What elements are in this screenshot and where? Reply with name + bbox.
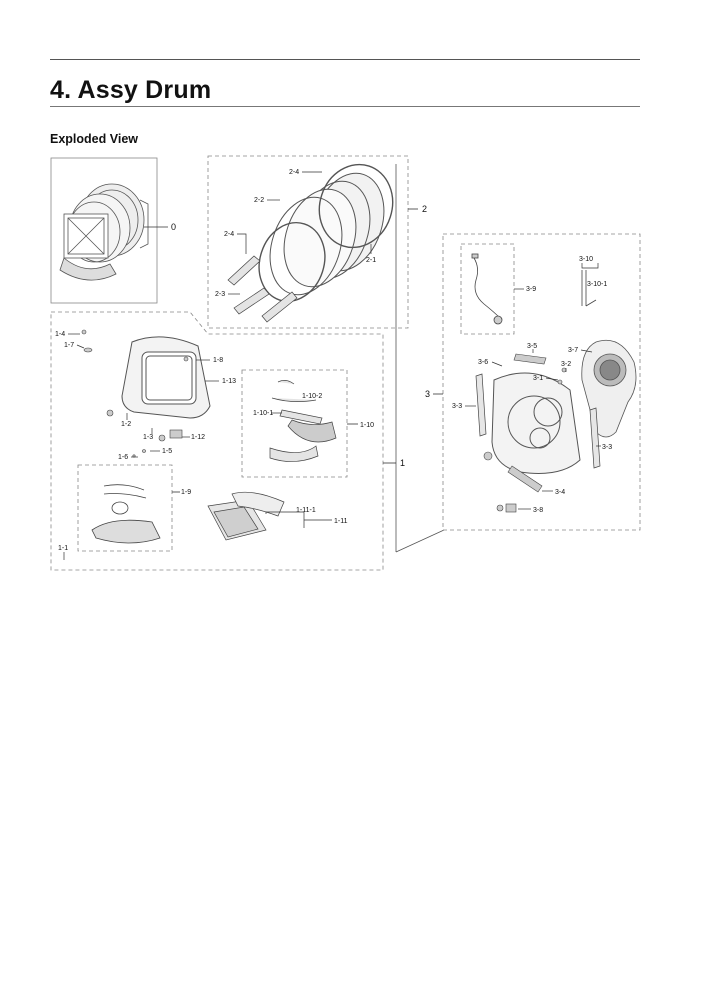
label-2-1: 2-1 <box>366 257 376 264</box>
label-1-7: 1-7 <box>64 342 74 349</box>
group-3-9-frame <box>460 243 515 335</box>
title-underline <box>50 106 640 107</box>
connector-line-diagonal <box>395 529 445 553</box>
assembly-overview-group: 0 <box>50 157 176 304</box>
rear-small-parts-illustration <box>483 353 567 513</box>
group-2-frame <box>207 155 409 329</box>
group-3-frame <box>442 233 641 531</box>
front-assembly-group: 1 1-4 1-7 1-8 1-13 1-2 1-3 1-12 <box>50 311 405 571</box>
label-1-8: 1-8 <box>213 357 223 364</box>
label-3-2: 3-2 <box>561 361 571 368</box>
label-3-10-1: 3-10-1 <box>587 281 607 288</box>
group-1-frame <box>50 311 384 571</box>
label-3: 3 <box>425 389 430 399</box>
seal-lint-illustration <box>91 484 161 544</box>
group-1-9-frame <box>77 464 173 552</box>
top-rule <box>50 59 640 60</box>
label-3-5: 3-5 <box>527 343 537 350</box>
label-1-10: 1-10 <box>360 422 374 429</box>
label-1-10-1: 1-10-1 <box>253 410 273 417</box>
drum-rings-group: 2 2-4 2-2 2-4 2-1 2-3 <box>207 155 427 329</box>
side-panel-illustration <box>475 373 601 469</box>
label-3-4: 3-4 <box>555 489 565 496</box>
label-3-6: 3-6 <box>478 359 488 366</box>
label-2-2: 2-2 <box>254 197 264 204</box>
label-1-10-2: 1-10-2 <box>302 393 322 400</box>
drum-body-illustration <box>258 163 394 303</box>
label-1-1: 1-1 <box>58 545 68 552</box>
label-0: 0 <box>171 222 176 232</box>
drum-baffle-illustration <box>227 255 298 323</box>
lint-filter-illustration <box>207 491 285 541</box>
label-3-3-left: 3-3 <box>452 403 462 410</box>
small-parts-illustration <box>81 329 189 458</box>
label-3-8: 3-8 <box>533 507 543 514</box>
label-1-13: 1-13 <box>222 378 236 385</box>
label-3-10: 3-10 <box>579 256 593 263</box>
label-1-4: 1-4 <box>55 331 65 338</box>
label-1-5: 1-5 <box>162 448 172 455</box>
label-3-7: 3-7 <box>568 347 578 354</box>
label-2-4-left: 2-4 <box>224 231 234 238</box>
filter-duct-illustration <box>269 380 337 462</box>
rear-assembly-group: 3 3-9 3-10 3-10-1 <box>425 233 641 531</box>
label-3-1: 3-1 <box>533 375 543 382</box>
section-title: 4. Assy Drum <box>50 76 212 104</box>
label-1-12: 1-12 <box>191 434 205 441</box>
label-2-3: 2-3 <box>215 291 225 298</box>
label-3-3-right: 3-3 <box>602 444 612 451</box>
rear-bulkhead-illustration <box>491 372 581 474</box>
label-1-2: 1-2 <box>121 421 131 428</box>
harness-illustration <box>471 253 503 325</box>
label-1-9: 1-9 <box>181 489 191 496</box>
label-1: 1 <box>400 458 405 468</box>
front-bulkhead-illustration <box>121 336 211 419</box>
label-1-11-1: 1-11-1 <box>296 507 316 514</box>
bracket-illustration <box>581 270 597 307</box>
label-2: 2 <box>422 204 427 214</box>
exploded-view-subtitle: Exploded View <box>50 132 138 146</box>
assembly-overview-frame <box>50 157 158 304</box>
blower-housing-illustration <box>581 339 637 438</box>
label-1-3: 1-3 <box>143 434 153 441</box>
assembled-drum-illustration <box>59 183 149 281</box>
label-1-6: 1-6 <box>118 454 128 461</box>
label-2-4-top: 2-4 <box>289 169 299 176</box>
label-3-9: 3-9 <box>526 286 536 293</box>
label-1-11: 1-11 <box>334 518 348 525</box>
group-1-10-frame <box>241 369 348 478</box>
